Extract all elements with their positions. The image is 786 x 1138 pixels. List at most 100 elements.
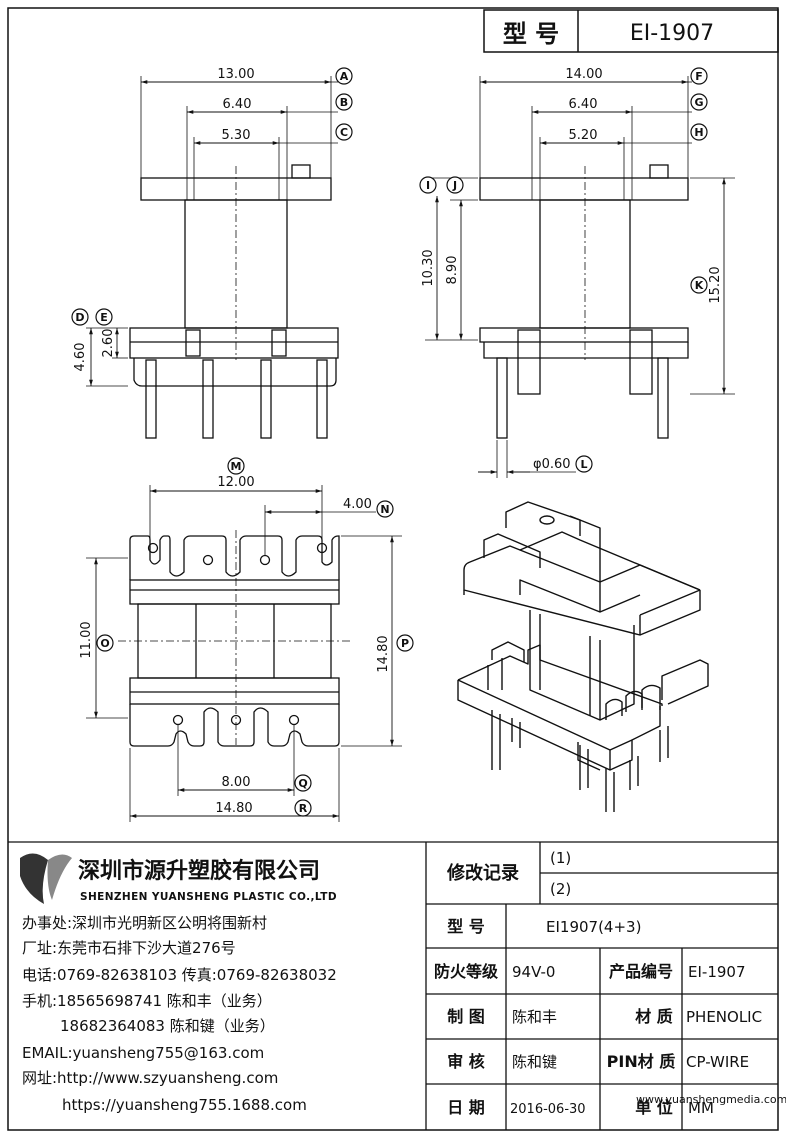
marker-B: B <box>335 93 353 111</box>
dim-N-value: 4.00 <box>343 497 372 512</box>
dim-K-value: 15.20 <box>708 266 723 303</box>
marker-M: M <box>227 457 245 475</box>
marker-circle-Q <box>294 774 312 792</box>
marker-label-M: M <box>231 460 242 473</box>
dim-J-value: 8.90 <box>445 256 460 285</box>
marker-circle-O <box>96 634 114 652</box>
marker-C: C <box>335 123 353 141</box>
pin-material-value: CP-WIRE <box>686 1053 749 1071</box>
marker-label-A: A <box>340 70 349 83</box>
marker-label-H: H <box>694 126 703 139</box>
date-label: 日 期 <box>447 1098 485 1117</box>
marker-Q: Q <box>294 774 312 792</box>
marker-circle-R <box>294 799 312 817</box>
marker-circle-N <box>376 500 394 518</box>
marker-label-C: C <box>340 126 348 139</box>
dim-P-value: 14.80 <box>376 635 391 672</box>
marker-circle-M <box>227 457 245 475</box>
model-value: EI1907(4+3) <box>546 918 641 936</box>
company-mobile2: 18682364083 陈和键（业务） <box>60 1017 275 1035</box>
marker-label-G: G <box>694 96 703 109</box>
marker-R: R <box>294 799 312 817</box>
checker-label: 审 核 <box>447 1052 485 1071</box>
marker-label-N: N <box>380 503 389 516</box>
company-website2: https://yuansheng755.1688.com <box>62 1096 307 1114</box>
marker-circle-G <box>690 93 708 111</box>
dim-R-value: 14.80 <box>215 801 252 816</box>
material-value: PHENOLIC <box>686 1008 762 1026</box>
marker-label-R: R <box>299 802 308 815</box>
marker-circle-D <box>71 308 89 326</box>
dim-G-value: 6.40 <box>569 97 598 112</box>
product-code-label: 产品编号 <box>609 962 673 981</box>
dim-A-value: 13.00 <box>217 67 254 82</box>
company-factory: 厂址:东莞市石排下沙大道276号 <box>22 939 236 957</box>
marker-label-Q: Q <box>298 777 307 790</box>
marker-E: E <box>95 308 113 326</box>
revision-label: 修改记录 <box>446 862 519 884</box>
marker-N: N <box>376 500 394 518</box>
marker-D: D <box>71 308 89 326</box>
marker-I: I <box>419 176 437 194</box>
marker-circle-C <box>335 123 353 141</box>
dim-E-value: 2.60 <box>101 329 116 358</box>
drawer-label: 制 图 <box>447 1007 485 1026</box>
marker-F: F <box>690 67 708 85</box>
company-mobile1: 手机:18565698741 陈和丰（业务） <box>22 992 272 1010</box>
marker-circle-J <box>446 176 464 194</box>
dim-O-value: 11.00 <box>79 621 94 658</box>
marker-label-O: O <box>100 637 109 650</box>
marker-circle-E <box>95 308 113 326</box>
marker-circle-A <box>335 67 353 85</box>
company-name-cn: 深圳市源升塑胶有限公司 <box>78 858 320 884</box>
marker-circle-I <box>419 176 437 194</box>
header-model-label: 型 号 <box>503 20 559 48</box>
revision-row-2: (2) <box>550 880 571 898</box>
fire-rating-label: 防火等级 <box>434 962 499 981</box>
company-website: 网址:http://www.szyuansheng.com <box>22 1069 278 1087</box>
company-logo <box>20 853 72 904</box>
dim-I-value: 10.30 <box>421 249 436 286</box>
sheet-border <box>7 7 779 1131</box>
side-view <box>425 76 735 478</box>
dim-M-value: 12.00 <box>217 475 254 490</box>
company-office: 办事处:深圳市光明新区公明将围新村 <box>22 914 267 932</box>
header-model-box: 型 号 EI-1907 <box>483 9 779 53</box>
dim-L-value: φ0.60 <box>533 457 571 472</box>
drawer-value: 陈和丰 <box>512 1008 557 1026</box>
material-label: 材 质 <box>635 1007 673 1026</box>
marker-label-B: B <box>340 96 348 109</box>
marker-label-L: L <box>580 458 587 471</box>
title-block-lines <box>8 841 778 1130</box>
marker-A: A <box>335 67 353 85</box>
checker-value: 陈和键 <box>512 1053 557 1071</box>
marker-J: J <box>446 176 464 194</box>
marker-K: K <box>690 276 708 294</box>
model-label: 型 号 <box>447 917 485 936</box>
unit-value: MM <box>688 1099 714 1117</box>
dim-F-value: 14.00 <box>565 67 602 82</box>
marker-label-K: K <box>695 279 704 292</box>
dim-C-value: 5.30 <box>222 128 251 143</box>
marker-H: H <box>690 123 708 141</box>
marker-label-D: D <box>75 311 84 324</box>
marker-label-F: F <box>695 70 703 83</box>
marker-label-I: I <box>426 179 430 192</box>
marker-circle-B <box>335 93 353 111</box>
unit-label: 单 位 <box>635 1098 673 1117</box>
pin-material-label: PIN材 质 <box>607 1052 676 1071</box>
date-value: 2016-06-30 <box>510 1102 586 1117</box>
dim-H-value: 5.20 <box>569 128 598 143</box>
marker-label-J: J <box>452 179 457 192</box>
top-view <box>86 485 402 822</box>
company-name-en: SHENZHEN YUANSHENG PLASTIC CO.,LTD <box>80 891 337 903</box>
dim-Q-value: 8.00 <box>222 775 251 790</box>
marker-L: L <box>575 455 593 473</box>
marker-circle-K <box>690 276 708 294</box>
marker-circle-H <box>690 123 708 141</box>
isometric-view <box>457 501 709 812</box>
marker-O: O <box>96 634 114 652</box>
revision-row-1: (1) <box>550 849 571 867</box>
